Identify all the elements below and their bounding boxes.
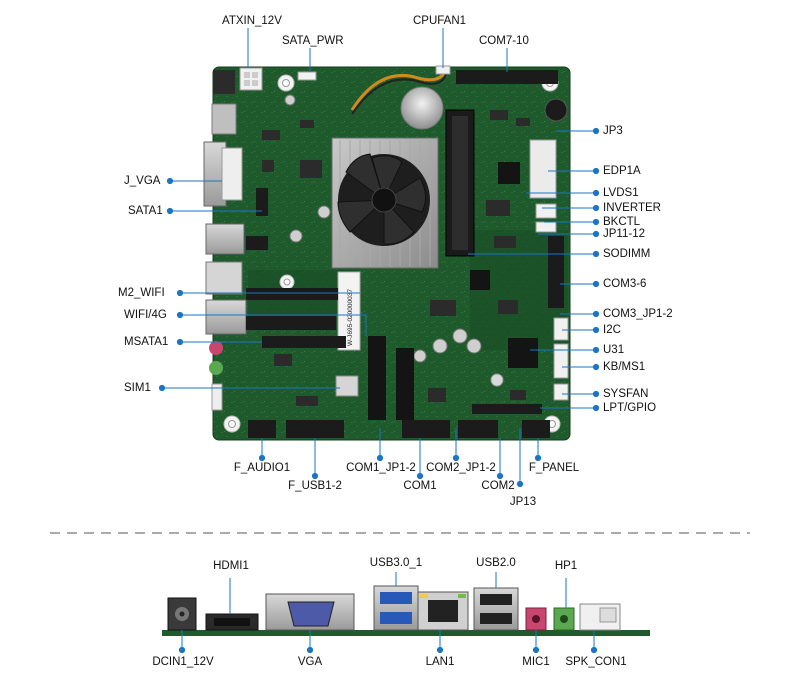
edp-connector [529,139,557,199]
io-dc-jack-top [213,70,235,94]
label-lpt-gpio: LPT/GPIO [603,402,657,414]
label-usb20: USB2.0 [476,557,516,569]
label-wifi-4g: WIFI/4G [124,309,167,321]
leader-wifi-4g [180,314,367,336]
lan-port-top [205,261,243,295]
io-panel [162,572,650,654]
label-sodimm: SODIMM [603,248,651,260]
bottom-headers [248,404,550,438]
label-com3-jp1-2: COM3_JP1-2 [603,308,673,320]
chip [470,270,490,290]
label-sata-pwr: SATA_PWR [282,35,344,47]
mini-pcie-slot [396,348,414,420]
msata-slot [262,336,346,348]
label-mic1: MIC1 [522,656,550,668]
sim-slot [335,375,359,397]
buzzer [544,98,568,122]
wifi-4g-slot [246,316,336,330]
chip [498,162,520,184]
label-sata1: SATA1 [128,205,163,217]
label-com7-10: COM7-10 [479,35,529,47]
label-com3-6: COM3-6 [603,278,647,290]
label-edp1a: EDP1A [603,165,641,177]
sata-connector [256,188,268,216]
label-atxin: ATXIN_12V [222,15,282,27]
label-vga: VGA [297,656,323,668]
label-sim1: SIM1 [124,382,151,394]
label-f-usb1-2: F_USB1-2 [288,480,342,492]
label-hdmi1: HDMI1 [213,560,249,572]
inverter-connector [535,203,557,219]
fan-cable [350,69,448,111]
io-pcb-edge [162,630,650,636]
atx-power-connector [239,67,263,91]
label-msata1: MSATA1 [124,336,169,348]
label-usb30: USB3.0_1 [369,557,423,569]
label-com2: COM2 [481,480,515,492]
label-jp3: JP3 [603,125,623,137]
label-j-vga: J_VGA [124,175,161,187]
label-f-panel: F_PANEL [528,462,580,474]
label-bkctl: BKCTL [603,216,641,228]
m2-slot [246,288,338,300]
label-spk-con1: SPK_CON1 [565,656,627,668]
bkctl-connector [535,221,557,233]
label-f-audio1: F_AUDIO1 [233,462,291,474]
com7-10-header [456,70,558,84]
hdmi-port-top [211,103,237,135]
label-kb-ms1: KB/MS1 [603,361,646,373]
fan-blades [337,153,426,245]
capacitors [284,94,482,363]
u31-chip [508,338,538,368]
sysfan-connector [553,383,569,401]
label-com1-jp1-2: COM1_JP1-2 [346,462,416,474]
label-m2-wifi: M2_WIFI [118,287,165,299]
label-i2c: I2C [603,324,621,336]
label-lan1: LAN1 [425,656,455,668]
leader-lines [158,28,600,488]
smd-components [262,110,530,406]
i2c-connector [553,317,569,341]
label-lvds1: LVDS1 [603,187,639,199]
label-sysfan: SYSFAN [603,388,649,400]
label-jp11-12: JP11-12 [603,228,645,240]
label-inverter: INVERTER [603,202,661,214]
usb2-port-top [205,299,247,335]
hp-jack-top [209,361,223,375]
cmos-battery [400,86,444,130]
label-com2-jp1-2: COM2_JP1-2 [426,462,496,474]
mounting-holes [223,74,561,433]
com3-6-header [548,236,564,308]
serial-sticker: W-J695-020000037 [337,271,361,351]
usb3-port-top [205,223,245,255]
motherboard: W-J695-020000037 [203,65,571,441]
label-cpufan: CPUFAN1 [413,15,467,27]
label-jp13: JP13 [509,496,537,508]
label-com1: COM1 [403,480,437,492]
serial-sticker-text: W-J695-020000037 [347,289,354,346]
label-u31: U31 [603,344,625,356]
sata-connector [246,236,268,250]
mini-pcie-slot [368,336,386,420]
kbms-connector [553,343,569,379]
mic-jack-top [209,341,223,355]
label-dcin: DCIN1_12V [152,656,214,668]
label-hp1: HP1 [554,560,578,572]
